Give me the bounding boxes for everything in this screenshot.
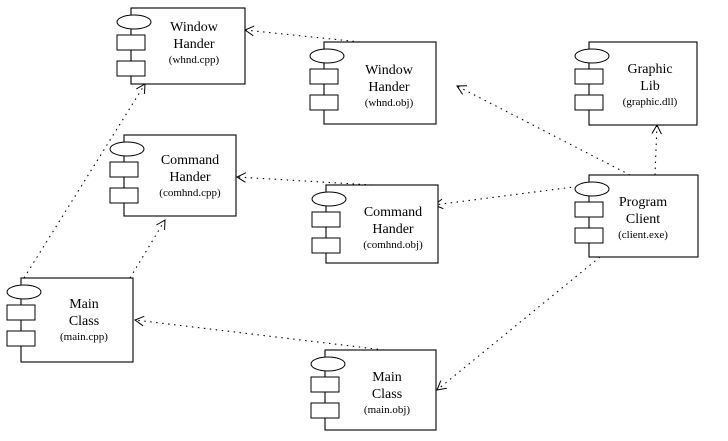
- dependency-line: [129, 219, 166, 279]
- component-name-line: Hander: [173, 37, 215, 52]
- dependency-line: [134, 319, 385, 351]
- component-name-line: Command: [161, 153, 219, 168]
- component-port-icon: [116, 60, 146, 77]
- component-name-line: Window: [365, 63, 414, 78]
- component-name-line: Hander: [169, 170, 211, 185]
- dependency-main-class-cpp-to-command-handler-cpp: [129, 219, 166, 279]
- component-name-line: Program: [619, 195, 667, 210]
- component-port-icon: [310, 376, 340, 393]
- dependency-program-client-to-window-handler-obj: [456, 85, 631, 176]
- arrow-head-icon: [156, 219, 166, 231]
- component-port-icon: [116, 34, 146, 51]
- arrow-head-icon: [436, 380, 447, 391]
- component-port-icon: [311, 211, 341, 228]
- component-port-icon: [574, 68, 604, 85]
- component-name-line: Main: [372, 370, 402, 385]
- component-ellipse-icon: [574, 181, 610, 197]
- component-file-name: (comhnd.cpp): [159, 187, 221, 199]
- component-name-line: Class: [372, 387, 402, 402]
- component-ellipse-icon: [310, 356, 346, 372]
- component-file-name: (main.cpp): [60, 331, 108, 343]
- component-port-icon: [574, 94, 604, 111]
- component-name-line: Hander: [372, 222, 414, 237]
- component-port-icon: [309, 68, 339, 85]
- component-name-line: Lib: [640, 79, 659, 94]
- component-name-line: Hander: [368, 80, 410, 95]
- component-port-icon: [6, 304, 36, 321]
- dependency-line: [654, 124, 658, 176]
- component-port-icon: [109, 161, 139, 178]
- component-layer: WindowHander(whnd.cpp)WindowHander(whnd.…: [6, 7, 699, 431]
- component-file-name: (client.exe): [618, 229, 668, 241]
- component-port-icon: [310, 402, 340, 419]
- arrow-head-icon: [456, 85, 468, 95]
- component-ellipse-icon: [574, 48, 610, 64]
- component-file-name: (main.obj): [364, 404, 410, 416]
- component-ellipse-icon: [311, 191, 347, 207]
- dependency-program-client-to-graphic-lib: [651, 123, 662, 176]
- component-port-icon: [309, 94, 339, 111]
- component-ellipse-icon: [109, 141, 145, 157]
- dependency-main-class-obj-to-main-class-cpp: [133, 315, 385, 351]
- component-name-line: Class: [69, 314, 99, 329]
- component-port-icon: [574, 201, 604, 218]
- dependency-line: [23, 83, 146, 279]
- component-ellipse-icon: [309, 48, 345, 64]
- component-port-icon: [311, 237, 341, 254]
- component-port-icon: [574, 227, 604, 244]
- dependency-line: [456, 85, 631, 176]
- dependency-window-handler-obj-to-window-handler-cpp: [243, 25, 361, 43]
- component-port-icon: [109, 187, 139, 204]
- component-name-line: Graphic: [627, 62, 672, 77]
- arrow-head-icon: [235, 172, 247, 183]
- component-file-name: (whnd.cpp): [169, 54, 220, 66]
- component-name-line: Command: [364, 205, 422, 220]
- component-name-line: Client: [626, 212, 660, 227]
- dependency-command-handler-obj-to-command-handler-cpp: [235, 172, 373, 186]
- dependency-program-client-to-main-class-obj: [436, 256, 601, 391]
- component-name-line: Main: [69, 297, 99, 312]
- dependency-line: [236, 176, 373, 186]
- component-port-icon: [6, 330, 36, 347]
- component-ellipse-icon: [6, 284, 42, 300]
- component-ellipse-icon: [116, 14, 152, 30]
- component-file-name: (graphic.dll): [623, 96, 678, 108]
- dependency-line: [436, 256, 601, 391]
- component-name-line: Window: [170, 20, 219, 35]
- arrow-head-icon: [136, 83, 146, 95]
- component-file-name: (whnd.obj): [365, 97, 414, 109]
- component-file-name: (comhnd.obj): [363, 239, 423, 251]
- arrow-head-icon: [243, 25, 255, 37]
- dependency-program-client-to-command-handler-obj: [432, 184, 590, 210]
- dependency-line: [433, 184, 590, 206]
- arrow-head-icon: [133, 315, 145, 327]
- dependency-line: [244, 29, 361, 43]
